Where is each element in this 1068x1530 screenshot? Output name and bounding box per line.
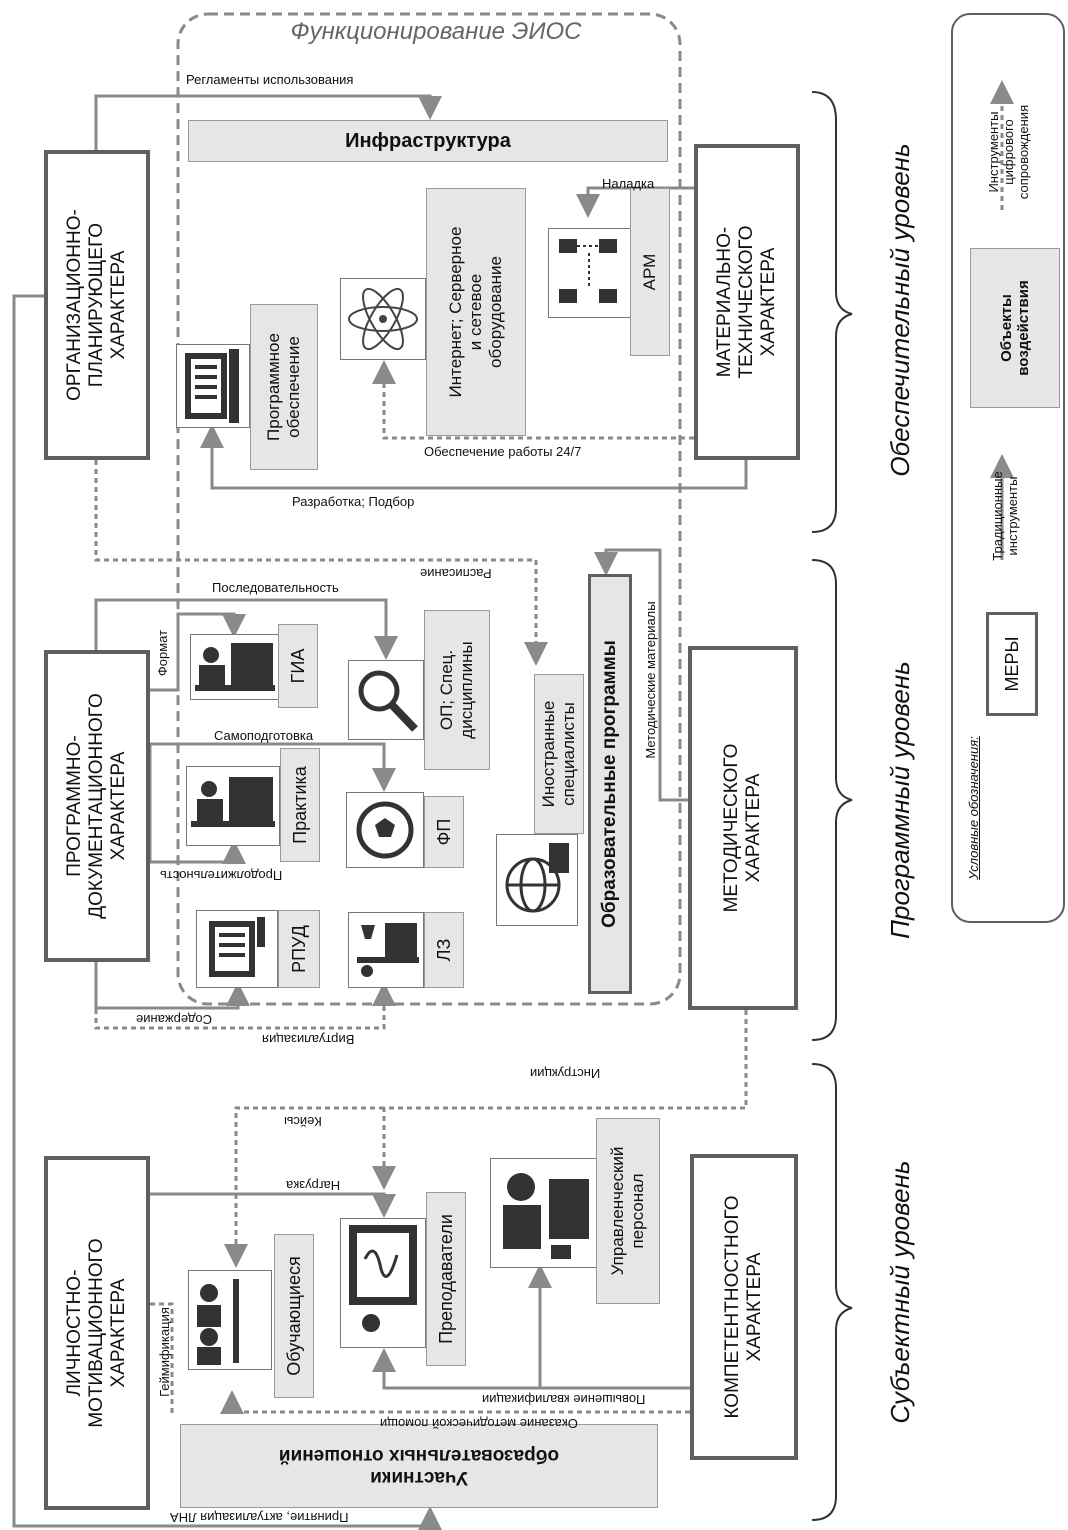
- flow-label-content: Содержание: [136, 1012, 212, 1027]
- gia-icon: [190, 634, 280, 700]
- atom-icon: [340, 278, 426, 360]
- flow-label-lna: Принятие, актуализация ЛНА: [170, 1510, 349, 1525]
- practice-label: Практика: [280, 748, 320, 862]
- flow-label-sequence: Последовательность: [212, 580, 339, 595]
- brace-support: [811, 91, 853, 533]
- teacher-icon: [340, 1218, 426, 1348]
- flow-label-qualification: Повышение квалификации: [482, 1392, 646, 1407]
- level-support: Обеспечительный уровень: [884, 143, 915, 477]
- flow-method-help: [220, 1390, 690, 1414]
- flow-label-development: Разработка; Подбор: [292, 494, 415, 509]
- measure-mat: МАТЕРИАЛЬНО- ТЕХНИЧЕСКОГО ХАРАКТЕРА: [694, 144, 800, 460]
- legend-traditional: Традиционные инструменты: [990, 471, 1020, 561]
- flow-label-gamification: Геймификация: [156, 1307, 172, 1397]
- measure-meth: МЕТОДИЧЕСКОГО ХАРАКТЕРА: [688, 646, 798, 1010]
- flow-lna: [12, 294, 442, 1530]
- rpud-label: РПУД: [278, 910, 320, 988]
- arm-label: АРМ: [630, 188, 670, 356]
- flow-label-method-materials: Методические материалы: [642, 601, 658, 759]
- flow-load: [150, 1192, 396, 1218]
- lab-icon: [348, 912, 424, 988]
- gia-label: ГИА: [278, 624, 318, 708]
- level-program: Программный уровень: [884, 661, 915, 939]
- flow-cases: [224, 1106, 384, 1268]
- flow-label-self-prep: Самоподготовка: [214, 728, 314, 743]
- management-label: Управленческий персонал: [596, 1118, 660, 1304]
- lz-label: ЛЗ: [424, 912, 464, 988]
- flow-virtualization: [94, 982, 396, 1030]
- brace-subject: [811, 1063, 853, 1521]
- op-label: ОП; Спец. дисциплины: [424, 610, 490, 770]
- internet-label: Интернет; Серверное и сетевое оборудован…: [426, 188, 526, 436]
- flow-label-setup: Наладка: [602, 176, 655, 191]
- flow-schedule: [94, 460, 548, 666]
- participants-box: Участники образовательных отношений: [180, 1424, 658, 1508]
- legend-objects: Объекты воздействия: [970, 248, 1060, 408]
- level-subject: Субъектный уровень: [884, 1160, 915, 1424]
- manager-icon: [490, 1158, 598, 1268]
- flow-sequence: [94, 598, 398, 660]
- flow-label-schedule: Расписание: [420, 566, 492, 581]
- measure-pers: ЛИЧНОСТНО- МОТИВАЦИОННОГО ХАРАКТЕРА: [44, 1156, 150, 1510]
- flow-label-regulations: Регламенты использования: [186, 72, 354, 87]
- students-label: Обучающиеся: [274, 1234, 314, 1398]
- frame-title: Функционирование ЭИОС: [290, 18, 582, 45]
- edu-programs-box: Образовательные программы: [588, 574, 632, 994]
- flow-gamification: [150, 1302, 174, 1416]
- legend-title: Условные обозначения:: [965, 736, 981, 880]
- workstation-icon: [548, 228, 632, 318]
- flow-qualification-b: [372, 1348, 540, 1390]
- measure-prog: ПРОГРАММНО- ДОКУМЕНТАЦИОННОГО ХАРАКТЕРА: [44, 650, 150, 962]
- flow-label-virtualization: Виртуализация: [262, 1032, 355, 1047]
- flow-label-load: Нагрузка: [286, 1178, 341, 1193]
- legend-digital: Инструменты цифрового сопровождения: [985, 104, 1031, 200]
- software-icon: [176, 344, 250, 428]
- magnifier-icon: [348, 660, 424, 740]
- flow-label-247: Обеспечение работы 24/7: [424, 444, 582, 459]
- flow-development: [200, 424, 748, 490]
- flow-duration: [148, 744, 246, 864]
- practice-icon: [186, 766, 280, 846]
- flow-method-materials: [594, 548, 688, 802]
- flow-247: [372, 360, 694, 440]
- document-icon: [196, 910, 278, 988]
- flow-label-format: Формат: [154, 629, 170, 677]
- flow-self-prep: [150, 742, 396, 792]
- foreign-label: Иностранные специалисты: [534, 674, 584, 834]
- flow-label-cases: Кейсы: [284, 1114, 322, 1129]
- flow-label-method-help: Оказание методической помощи: [380, 1416, 578, 1431]
- ball-icon: [346, 792, 424, 868]
- legend-measures: МЕРЫ: [986, 612, 1038, 716]
- students-icon: [188, 1270, 272, 1370]
- eios-frame: [176, 12, 682, 1006]
- fp-label: ФП: [424, 796, 464, 868]
- measure-org: ОРГАНИЗАЦИОННО- ПЛАНИРУЮЩЕГО ХАРАКТЕРА: [44, 150, 150, 460]
- measure-comp: КОМПЕТЕНТНОСТНОГО ХАРАКТЕРА: [690, 1154, 798, 1460]
- software-label: Программное обеспечение: [250, 304, 318, 470]
- brace-program: [811, 559, 853, 1041]
- flow-instructions: [372, 1010, 748, 1190]
- flow-label-duration: Продолжительность: [160, 868, 283, 883]
- flow-regulations: [94, 94, 442, 150]
- flow-format: [96, 612, 246, 692]
- infrastructure-box: Инфраструктура: [188, 120, 668, 162]
- flow-label-instructions: Инструкции: [530, 1066, 601, 1081]
- teachers-label: Преподаватели: [426, 1192, 466, 1366]
- flow-content: [94, 962, 250, 1010]
- globe-icon: [496, 834, 578, 926]
